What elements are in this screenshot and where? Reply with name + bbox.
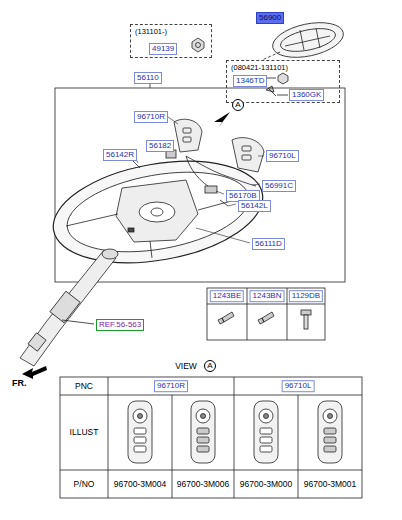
part-number: 56142R bbox=[103, 149, 137, 161]
airbag-module bbox=[269, 17, 346, 63]
remote-switch-parts bbox=[132, 119, 264, 206]
fastener-table bbox=[207, 288, 325, 340]
switch-illustration bbox=[254, 401, 278, 463]
part-number: 96710L bbox=[266, 150, 299, 162]
part-number: 96710R bbox=[134, 111, 168, 123]
part-number: 96700-3M006 bbox=[177, 479, 229, 489]
group-heading: (131101-) bbox=[135, 27, 167, 36]
part-number: 1129DB bbox=[289, 290, 323, 302]
part-number: 56900 bbox=[256, 12, 284, 24]
part-number: 96700-3M001 bbox=[304, 479, 356, 489]
steering-column bbox=[20, 249, 118, 366]
switch-illustration bbox=[128, 401, 152, 463]
table-header: P/NO bbox=[74, 479, 95, 489]
fastener-icons bbox=[264, 73, 288, 96]
part-number: 96710R bbox=[154, 380, 188, 392]
part-number: 96710L bbox=[282, 380, 315, 392]
part-number: 56182 bbox=[146, 140, 174, 152]
date-range-group: (131101-) 49139 bbox=[130, 24, 212, 58]
view-callout: A bbox=[204, 360, 216, 372]
part-number: 1346TD bbox=[233, 75, 267, 87]
table-header: PNC bbox=[75, 381, 93, 391]
view-callout: A bbox=[232, 99, 244, 111]
reference-label: REF.56-563 bbox=[96, 319, 144, 331]
switch-illustration bbox=[318, 401, 342, 463]
group-heading: (080421-131101) bbox=[231, 63, 288, 72]
part-number: 49139 bbox=[149, 43, 177, 55]
part-number: 56142L bbox=[238, 200, 271, 212]
view-title: VIEW bbox=[175, 361, 197, 371]
part-number: 1360GK bbox=[289, 89, 324, 101]
date-range-group: (080421-131101) 1346TD 1360GK bbox=[226, 60, 340, 103]
switch-illustrations bbox=[128, 401, 342, 463]
steering-wheel bbox=[45, 146, 270, 277]
front-arrow bbox=[22, 366, 47, 379]
part-number: 56111D bbox=[252, 238, 285, 250]
part-number: 56110 bbox=[134, 72, 162, 84]
nut-icon bbox=[192, 38, 204, 52]
direction-label: FR. bbox=[12, 378, 27, 389]
part-number: 96700-3M004 bbox=[114, 479, 166, 489]
part-number: 56991C bbox=[262, 180, 296, 192]
part-number: 1243BE bbox=[210, 290, 244, 302]
part-number: 96700-3M000 bbox=[240, 479, 292, 489]
view-table bbox=[60, 377, 362, 498]
leader-lines bbox=[135, 117, 264, 243]
switch-illustration bbox=[191, 401, 215, 463]
table-header: ILLUST bbox=[70, 427, 99, 437]
part-number: 1243BN bbox=[250, 290, 285, 302]
